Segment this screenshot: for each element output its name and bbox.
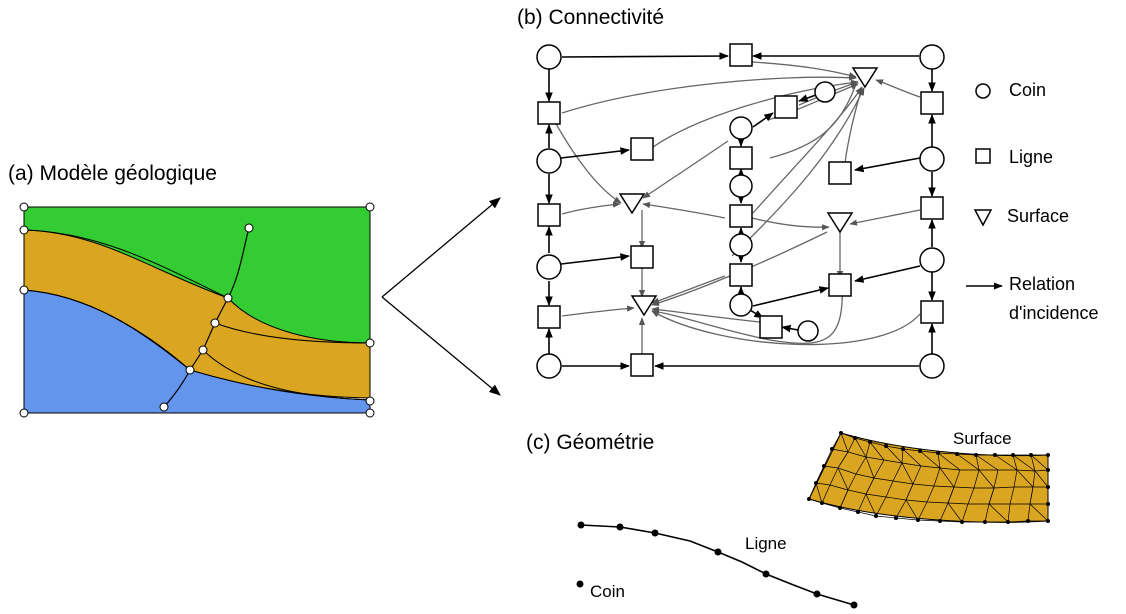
line-geometry bbox=[577, 521, 858, 609]
surface-mesh bbox=[807, 431, 1050, 524]
legend-relation-label-1: Relation bbox=[1009, 274, 1076, 294]
geometry-line-label: Ligne bbox=[745, 534, 787, 553]
geometry bbox=[576, 431, 1050, 609]
line-nodes bbox=[537, 43, 944, 377]
corner-point bbox=[576, 580, 584, 588]
legend-corner-label: Coin bbox=[1009, 80, 1047, 100]
connectivity-graph bbox=[536, 43, 1003, 379]
legend-surface-label: Surface bbox=[1007, 206, 1070, 226]
panel-c-title: (c) Géométrie bbox=[526, 431, 655, 454]
corner-nodes bbox=[536, 44, 945, 379]
legend-corner-icon bbox=[975, 83, 991, 99]
legend-line-icon bbox=[975, 148, 991, 164]
legend-surface-icon bbox=[973, 209, 993, 227]
geometry-corner-label: Coin bbox=[590, 582, 625, 601]
geometry-surface-label: Surface bbox=[953, 429, 1012, 448]
panel-arrows bbox=[381, 197, 501, 396]
geological-model bbox=[19, 202, 375, 418]
surface-nodes bbox=[618, 67, 879, 317]
legend-relation-label-2: d'incidence bbox=[1009, 303, 1099, 323]
panel-b-title: (b) Connectivité bbox=[517, 6, 665, 29]
panel-a-title: (a) Modèle géologique bbox=[8, 162, 217, 185]
legend bbox=[973, 83, 993, 227]
legend-line-label: Ligne bbox=[1009, 147, 1054, 167]
